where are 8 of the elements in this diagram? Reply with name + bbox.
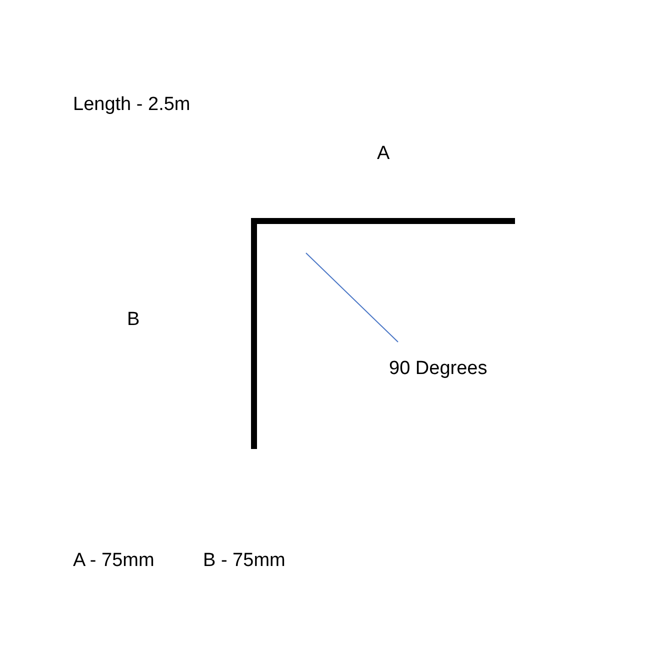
dimension-note: B - 75mm [203,550,286,572]
side-label: B [127,309,140,331]
side-label: A [377,143,390,165]
length-note: Length - 2.5m [73,94,190,116]
angle-label: 90 Degrees [389,358,488,380]
dimension-note: A - 75mm [73,550,154,572]
angle-profile-drawing [251,218,515,449]
leader-line [306,252,398,342]
